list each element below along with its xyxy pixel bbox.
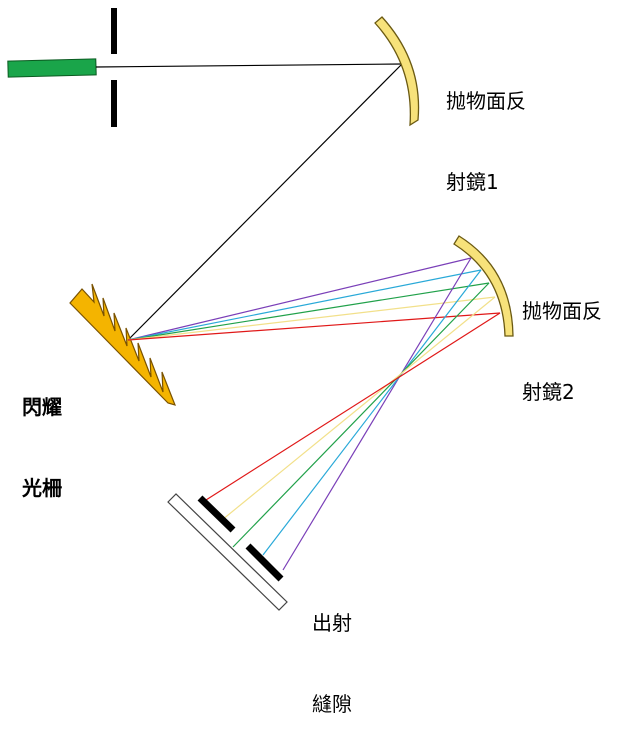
mirror2-label-line1: 抛物面反 [522, 299, 602, 323]
mirror2-label: 抛物面反 射鏡2 [522, 244, 602, 433]
mirror1-label-line1: 抛物面反 [446, 89, 526, 113]
beam-source-to-mirror1 [95, 63, 403, 68]
focus-ray-yellow [221, 296, 496, 521]
focus-ray-red [205, 312, 501, 501]
grating-label-line1: 閃耀 [22, 395, 62, 419]
focused-rays-to-exit [205, 257, 501, 571]
ray-yellow [127, 296, 496, 341]
blazed-grating [69, 283, 177, 406]
dispersed-rays-to-mirror2 [127, 257, 501, 341]
focus-ray-blue [262, 269, 482, 556]
parabolic-mirror-2 [453, 235, 514, 337]
exit-slit-jaw-lower [245, 543, 284, 582]
focus-ray-green [232, 282, 490, 548]
focus-ray-violet [282, 257, 472, 571]
exit-slit-label-line1: 出射 [312, 611, 352, 635]
light-source [7, 58, 97, 78]
entrance-slit-upper [111, 8, 117, 54]
ray-green [127, 282, 490, 341]
mirror1-label-line2: 射鏡1 [446, 170, 499, 194]
mirror2-label-line2: 射鏡2 [522, 380, 575, 404]
ray-violet [127, 257, 472, 341]
grating-label: 閃耀 光柵 [22, 340, 62, 529]
ray-blue [127, 269, 482, 341]
grating-label-line2: 光柵 [22, 476, 62, 500]
parabolic-mirror-1 [374, 16, 420, 127]
monochromator-diagram [7, 8, 514, 611]
mirror1-label: 抛物面反 射鏡1 [446, 34, 526, 223]
beam-mirror1-to-grating [127, 63, 403, 341]
entrance-slit-lower [111, 80, 117, 127]
ray-red [127, 312, 501, 341]
exit-slit-label-line2: 縫隙 [312, 692, 352, 716]
exit-slit-jaw-upper [197, 495, 236, 533]
exit-slit-plate [167, 493, 288, 611]
exit-slit-label: 出射 縫隙 [312, 556, 352, 745]
